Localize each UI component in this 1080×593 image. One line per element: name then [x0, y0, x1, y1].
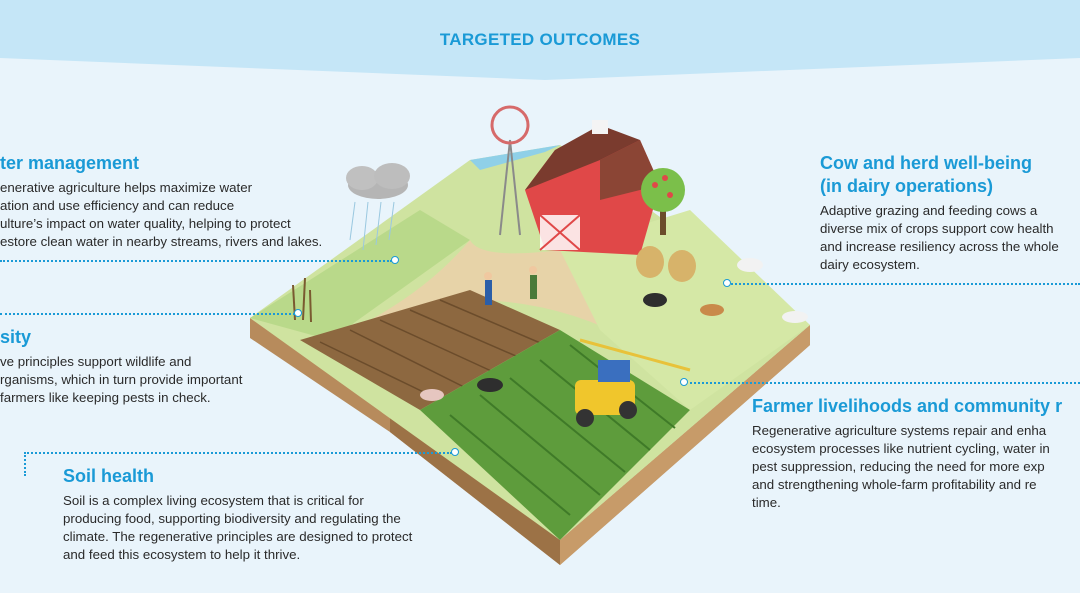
cow-line: Adaptive grazing and feeding cows a [820, 203, 1038, 218]
cow-line: and increase resiliency across the whole [820, 239, 1059, 254]
cow-line: diverse mix of crops support cow health [820, 221, 1054, 236]
cow-title-line: Cow and herd well-being [820, 153, 1033, 173]
water-management-text: enerative agriculture helps maximize wat… [0, 179, 380, 251]
water-management-title: ter management [0, 153, 140, 173]
soil-health-title: Soil health [63, 466, 155, 486]
cow-wellbeing-title: Cow and herd well-being (in dairy operat… [820, 152, 1080, 198]
water-management-block: ter management enerative agriculture hel… [0, 152, 380, 251]
water-callout-line [0, 260, 392, 262]
farmer-line: and strengthening whole-farm profitabili… [752, 477, 1037, 492]
soil-callout-vline [24, 452, 26, 476]
biodiversity-line: farmers like keeping pests in check. [0, 390, 211, 405]
farmer-livelihoods-title: Farmer livelihoods and community r [752, 396, 1063, 416]
biodiversity-callout-line [0, 313, 295, 315]
water-line: ulture’s impact on water quality, helpin… [0, 216, 291, 231]
cow-wellbeing-text: Adaptive grazing and feeding cows a dive… [820, 202, 1080, 274]
page-title: TARGETED OUTCOMES [439, 30, 641, 49]
soil-health-block: Soil health Soil is a complex living eco… [63, 465, 473, 564]
soil-line: and feed this ecosystem to help it thriv… [63, 547, 301, 562]
biodiversity-callout-dot [294, 309, 302, 317]
farmer-callout-line [685, 382, 1080, 384]
biodiversity-text: ve principles support wildlife and rgani… [0, 353, 300, 407]
biodiversity-line: ve principles support wildlife and [0, 354, 192, 369]
cow-title-line: (in dairy operations) [820, 176, 994, 196]
biodiversity-block: sity ve principles support wildlife and … [0, 326, 300, 407]
biodiversity-title: sity [0, 327, 32, 347]
farmer-callout-dot [680, 378, 688, 386]
soil-health-text: Soil is a complex living ecosystem that … [63, 492, 473, 564]
cow-line: dairy ecosystem. [820, 257, 920, 272]
farmer-line: pest suppression, reducing the need for … [752, 459, 1045, 474]
water-callout-dot [391, 256, 399, 264]
soil-callout-dot [451, 448, 459, 456]
header-banner [0, 0, 1080, 80]
farmer-line: ecosystem processes like nutrient cyclin… [752, 441, 1050, 456]
farmer-line: Regenerative agriculture systems repair … [752, 423, 1047, 438]
soil-line: Soil is a complex living ecosystem that … [63, 493, 364, 508]
water-line: estore clean water in nearby streams, ri… [0, 234, 323, 249]
farmer-livelihoods-text: Regenerative agriculture systems repair … [752, 422, 1080, 512]
soil-callout-line [24, 452, 452, 454]
farmer-livelihoods-block: Farmer livelihoods and community r Regen… [752, 395, 1080, 512]
water-line: ation and use efficiency and can reduce [0, 198, 235, 213]
cow-callout-dot [723, 279, 731, 287]
cow-wellbeing-block: Cow and herd well-being (in dairy operat… [820, 152, 1080, 274]
soil-line: climate. The regenerative principles are… [63, 529, 413, 544]
soil-line: producing food, supporting biodiversity … [63, 511, 401, 526]
biodiversity-line: rganisms, which in turn provide importan… [0, 372, 243, 387]
farmer-line: time. [752, 495, 781, 510]
water-line: enerative agriculture helps maximize wat… [0, 180, 253, 195]
cow-callout-line [728, 283, 1080, 285]
